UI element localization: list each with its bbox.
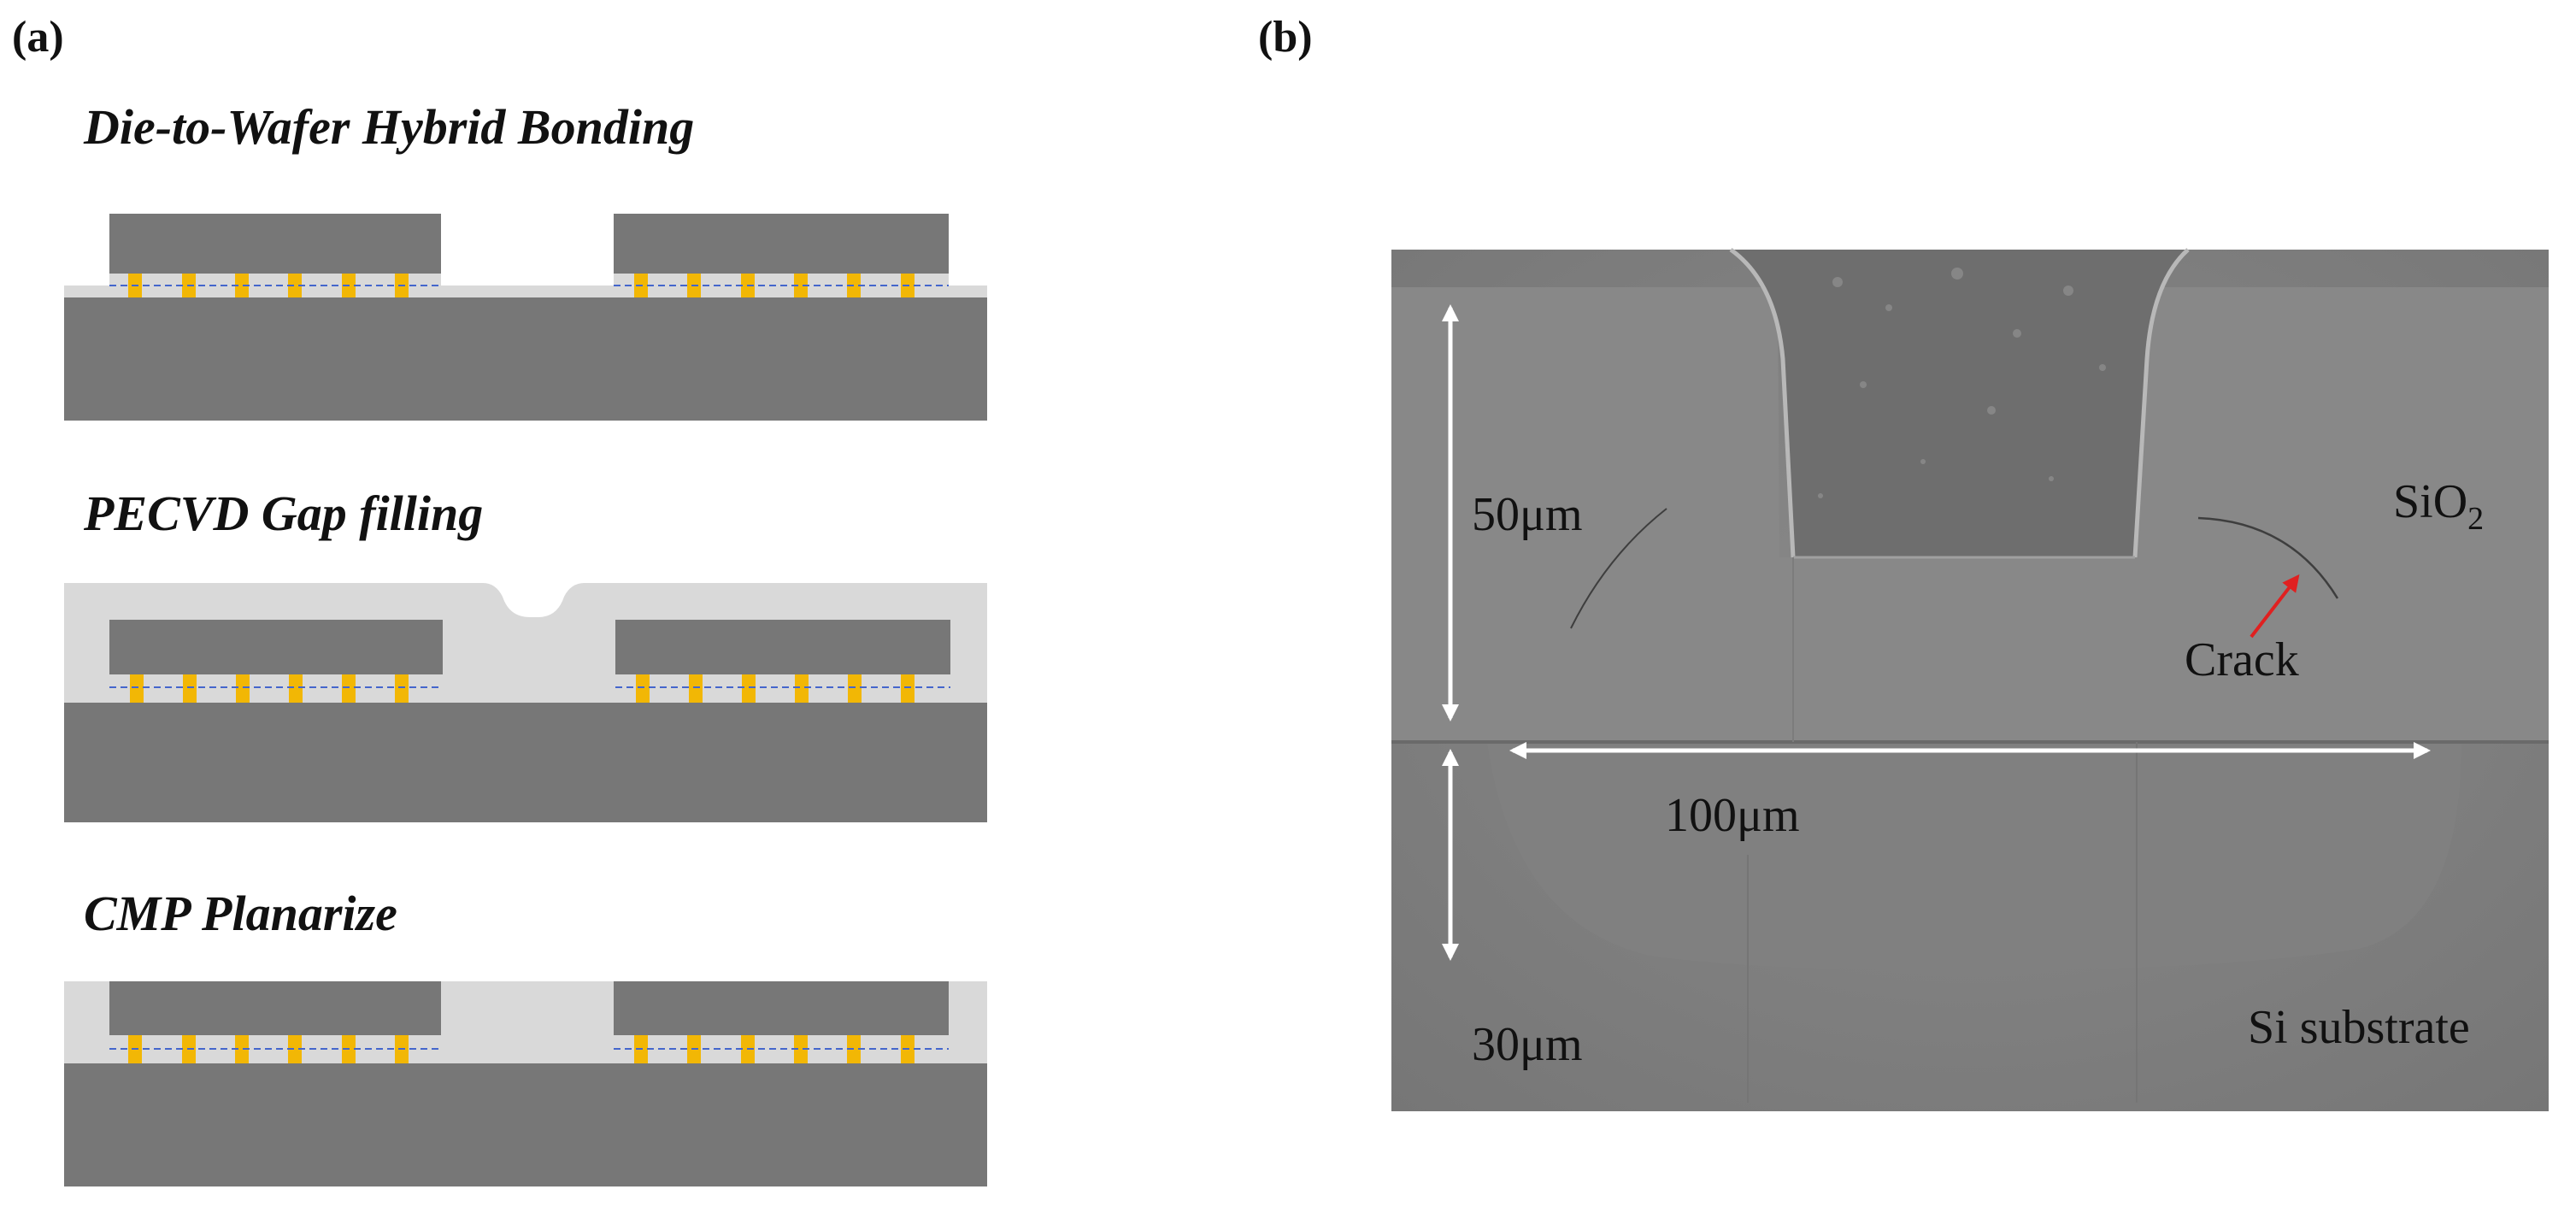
- die-left-bond-region: [109, 274, 441, 286]
- wafer-substrate: [64, 297, 987, 421]
- cu-pad: [742, 674, 756, 703]
- step-title-gap-filling: PECVD Gap filling: [83, 486, 483, 541]
- crack-right: [2197, 516, 2339, 599]
- stack-diagram-3: [64, 981, 987, 1186]
- step-title-hybrid-bonding: Die-to-Wafer Hybrid Bonding: [83, 99, 694, 155]
- oxide-depth-label: 50μm: [1472, 488, 1583, 541]
- wafer-substrate: [64, 1063, 987, 1186]
- cu-pad: [183, 674, 197, 703]
- trench-left-edge: [1729, 247, 1796, 558]
- wafer-substrate: [64, 703, 987, 822]
- panel-a-label: (a): [12, 13, 64, 62]
- trench-texture: [1818, 268, 2106, 498]
- width-label: 100μm: [1665, 789, 1800, 842]
- cu-pad: [901, 674, 915, 703]
- substrate-depth-label: 30μm: [1472, 1018, 1583, 1071]
- die-right-bond-region: [614, 274, 949, 286]
- die-right: [614, 981, 949, 1035]
- cu-pad: [288, 274, 302, 297]
- cu-pad: [342, 674, 356, 703]
- cu-pad: [130, 674, 144, 703]
- step-cmp-planarize: CMP Planarize: [64, 886, 987, 1186]
- cu-pad: [236, 674, 250, 703]
- crack-label: Crack: [2185, 633, 2299, 686]
- sio2-label-subscript: 2: [2467, 501, 2484, 537]
- cu-pads-left: [130, 674, 409, 703]
- cu-pad: [395, 674, 409, 703]
- panel-a: (a) Die-to-Wafer Hybrid Bonding PECVD Ga…: [12, 13, 987, 1186]
- die-right: [615, 620, 950, 674]
- cu-pad: [794, 274, 808, 297]
- step-hybrid-bonding: Die-to-Wafer Hybrid Bonding: [64, 99, 987, 421]
- cu-pad: [689, 674, 703, 703]
- cu-pad: [235, 1035, 249, 1063]
- stack-diagram-1: [64, 214, 987, 421]
- cu-pad: [848, 674, 862, 703]
- trench-bowl: [1487, 742, 2461, 970]
- gap-trench: [1731, 250, 2188, 557]
- cu-pads-right: [636, 674, 915, 703]
- trench-right-edge: [2132, 248, 2190, 558]
- die-right: [614, 214, 949, 274]
- crack-pointer-arrow: [2250, 574, 2300, 639]
- step-gap-filling: PECVD Gap filling: [64, 486, 987, 822]
- panel-b-label: (b): [1258, 13, 1313, 62]
- sem-image: [1391, 247, 2549, 1111]
- cu-pad: [794, 1035, 808, 1063]
- sio2-label: SiO2: [2393, 475, 2484, 537]
- cu-pad: [235, 274, 249, 297]
- sio2-label-main: SiO: [2393, 475, 2467, 528]
- cu-pad: [795, 674, 809, 703]
- cu-pad: [636, 674, 650, 703]
- die-left: [109, 620, 443, 674]
- panel-b: (b): [1258, 13, 2549, 1111]
- stack-diagram-2: [64, 583, 987, 822]
- substrate-label: Si substrate: [2248, 1001, 2470, 1054]
- cu-pad: [289, 674, 303, 703]
- step-title-cmp-planarize: CMP Planarize: [84, 886, 397, 941]
- cu-pad: [288, 1035, 302, 1063]
- crack-left: [1570, 508, 1667, 629]
- die-left: [109, 981, 441, 1035]
- die-left: [109, 214, 441, 274]
